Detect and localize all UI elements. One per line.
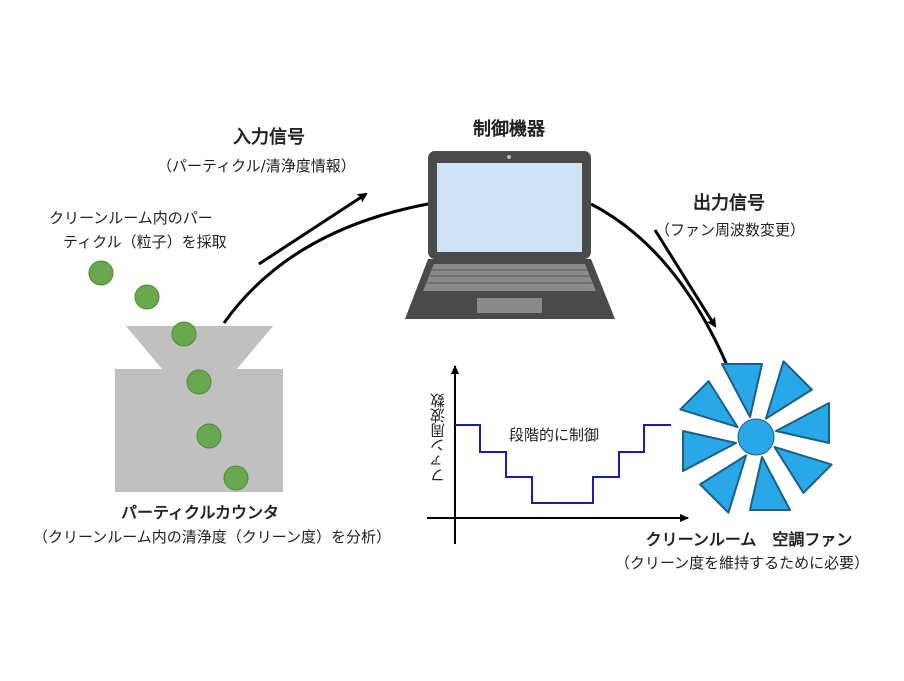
controller-label: 制御機器	[473, 119, 545, 140]
input-signal-title: 入力信号	[233, 127, 305, 148]
fan-blade	[749, 456, 791, 511]
particle	[88, 260, 114, 286]
fan-icon	[679, 360, 833, 514]
fan-blade	[699, 454, 748, 514]
fan-hub	[737, 418, 775, 456]
particle	[186, 369, 212, 395]
input-signal-subtitle: （パーティクル/清浄度情報）	[157, 157, 356, 175]
fan-blade	[773, 445, 833, 494]
fan-blade	[721, 363, 763, 418]
fan-blade	[679, 380, 739, 429]
input-curve	[222, 202, 429, 324]
particle	[134, 284, 160, 310]
fan-title: クリーンルーム 空調ファン	[645, 530, 853, 549]
particle	[196, 423, 222, 449]
laptop-keyboard	[423, 264, 596, 291]
step-chart-annotation: 段階的に制御	[509, 426, 600, 444]
output-curve	[590, 202, 734, 378]
sampling-note-line2: ティクル（粒子）を採取	[63, 233, 227, 251]
laptop-icon	[405, 151, 615, 319]
particle-counter-title: パーティクルカウンタ	[120, 503, 280, 522]
fan-blade	[764, 360, 813, 420]
laptop-camera	[507, 155, 511, 159]
particle	[223, 465, 249, 491]
particles	[88, 260, 249, 491]
fan-blade	[682, 430, 737, 472]
fan-blades	[679, 360, 833, 514]
counter-hopper	[126, 326, 273, 369]
output-arrow	[653, 229, 717, 328]
particle	[171, 321, 197, 347]
input-arrow	[258, 192, 368, 266]
step-line	[455, 424, 671, 504]
fan-subtitle: （クリーン度を維持するために必要）	[614, 554, 870, 572]
laptop-touchpad	[477, 298, 542, 313]
particle-counter-subtitle: （クリーンルーム内の清浄度（クリーン度）を分析）	[32, 528, 392, 546]
keyboard-keys	[427, 269, 593, 284]
step-chart	[427, 365, 689, 544]
output-signal-subtitle: （ファン周波数変更）	[655, 221, 806, 239]
step-chart-ylabel: ファン周波数	[429, 393, 447, 483]
particle-counter-icon	[115, 326, 283, 492]
laptop-screen	[437, 163, 582, 252]
output-signal-title: 出力信号	[693, 193, 765, 214]
fan-blade	[775, 402, 830, 444]
sampling-note-line1: クリーンルーム内のパー	[49, 209, 213, 227]
